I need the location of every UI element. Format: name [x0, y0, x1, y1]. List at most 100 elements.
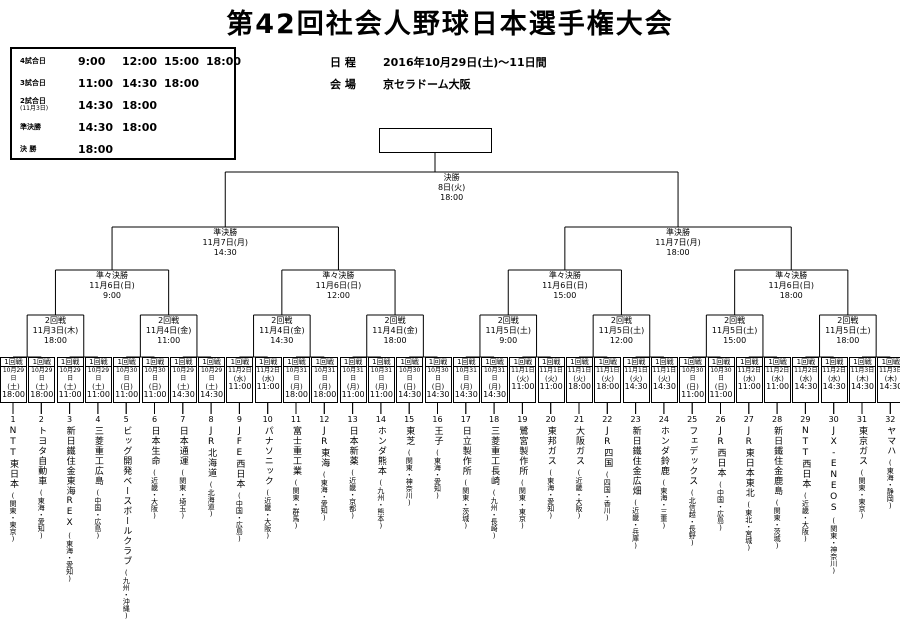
team-name: トヨタ自動車	[36, 426, 47, 486]
first-round-day: (土)	[92, 383, 105, 391]
first-round-day: (日)	[714, 383, 728, 391]
first-round-day: (水)	[799, 375, 813, 383]
team-region: (関東・群馬)	[292, 479, 300, 530]
first-round-time: 14:30	[171, 390, 195, 399]
schedule-label: 決 勝	[20, 145, 37, 153]
team-region: (東海・愛知)	[433, 449, 442, 500]
match-time: 15:00	[723, 336, 747, 345]
team-name: JR西日本	[715, 426, 726, 478]
first-round-time: 11:00	[737, 382, 761, 391]
team-number: 10	[262, 415, 273, 424]
team-number: 7	[180, 415, 186, 424]
team-name: ビッグ開発ベースボールクラブ	[121, 426, 132, 566]
first-round-day: (火)	[658, 375, 671, 383]
team-region: (関東・神奈川)	[405, 449, 414, 507]
first-round-time: 14:30	[398, 390, 422, 399]
team-number: 27	[743, 415, 754, 424]
first-round-date: 11月3日	[879, 367, 900, 374]
team-name: ホンダ熊本	[375, 426, 386, 476]
first-round-day: (火)	[516, 375, 530, 383]
first-round-name: 1回戦	[793, 358, 819, 367]
first-round-date: 10月29日	[172, 367, 194, 382]
schedule-label: 2試合日	[20, 97, 46, 105]
first-round-time: 11:00	[681, 390, 705, 399]
first-round-day: (月)	[290, 383, 303, 391]
first-round-date: 11月3日	[850, 367, 875, 374]
match-time: 18:00	[666, 248, 690, 257]
match-time: 9:00	[103, 291, 122, 300]
team-column: JR東日本東北(東北・宮城)	[741, 426, 757, 552]
team-column: NTT西日本(近畿・大阪)	[797, 426, 813, 543]
first-round-time: 11:00	[228, 382, 252, 391]
team-column: 日本通運(関東・埼玉)	[175, 426, 191, 520]
first-round-name: 1回戦	[255, 358, 281, 367]
first-round-time: 14:30	[426, 390, 450, 399]
first-round-day: (火)	[544, 375, 558, 383]
team-region: (東海・愛知)	[320, 471, 329, 522]
first-round-date: 11月2日	[765, 367, 790, 374]
first-round-day: (火)	[573, 375, 586, 383]
team-region: (北信越・長野)	[688, 489, 697, 547]
first-round-date: 11月1日	[539, 367, 563, 374]
team-column: パナソニック(近畿・大阪)	[260, 426, 276, 540]
first-round-date: 10月29日	[59, 367, 81, 382]
team-region: (北海道)	[207, 481, 216, 518]
team-column: JR四国(四国・香川)	[599, 426, 615, 522]
team-number: 19	[517, 415, 528, 424]
first-round-day: (月)	[488, 383, 501, 391]
team-number: 25	[687, 415, 698, 424]
team-column: 日立製作所(関東・茨城)	[458, 426, 474, 530]
team-number: 3	[67, 415, 73, 424]
match-time: 18:00	[440, 193, 464, 202]
team-name: 新日鐵住金広畑	[630, 426, 641, 496]
team-region: (中国・広島)	[93, 489, 102, 540]
team-column: 新日鐵住金鹿島(関東・茨城)	[769, 426, 785, 550]
first-round-name: 1回戦	[368, 358, 394, 367]
first-round-time: 11:00	[539, 382, 563, 391]
first-round-date: 10月31日	[483, 367, 506, 382]
date-value: 2016年10月29日(土)～11日間	[383, 56, 547, 69]
team-column: 三菱重工長崎(九州・長崎)	[486, 426, 502, 540]
team-region: (近畿・大阪)	[263, 489, 272, 540]
match-name: 2回戦	[837, 316, 859, 325]
first-round-day: (土)	[205, 383, 218, 391]
match-date: 11月7日(月)	[655, 238, 701, 247]
team-region: (関東・東京)	[9, 492, 17, 543]
first-round-day: (月)	[375, 383, 388, 391]
team-number: 5	[123, 415, 129, 424]
first-round-name: 1回戦	[425, 358, 451, 367]
first-round-day: (木)	[856, 375, 869, 383]
team-column: 富士重工業(関東・群馬)	[288, 426, 304, 530]
first-round-day: (水)	[261, 375, 275, 383]
first-round-date: 10月30日	[144, 367, 166, 382]
team-number: 15	[404, 415, 415, 424]
match-time: 11:00	[157, 336, 181, 345]
first-round-time: 11:00	[58, 390, 82, 399]
first-round-day: (火)	[601, 375, 615, 383]
match-date: 11月4日(金)	[372, 326, 418, 335]
team-region: (関東・茨城)	[773, 499, 782, 550]
first-round-name: 1回戦	[651, 358, 677, 367]
team-region: (東海・愛知)	[37, 489, 46, 540]
first-round-date: 11月2日	[228, 367, 252, 374]
first-round-name: 1回戦	[284, 358, 309, 367]
schedule-time: 18:00	[122, 99, 158, 112]
first-round-date: 11月1日	[596, 367, 620, 374]
match-date: 11月4日(金)	[145, 326, 192, 335]
team-column: 日本新薬(近畿・京都)	[345, 426, 361, 520]
first-round-day: (土)	[177, 383, 190, 391]
team-column: 日本生命(近畿・大阪)	[147, 426, 163, 520]
